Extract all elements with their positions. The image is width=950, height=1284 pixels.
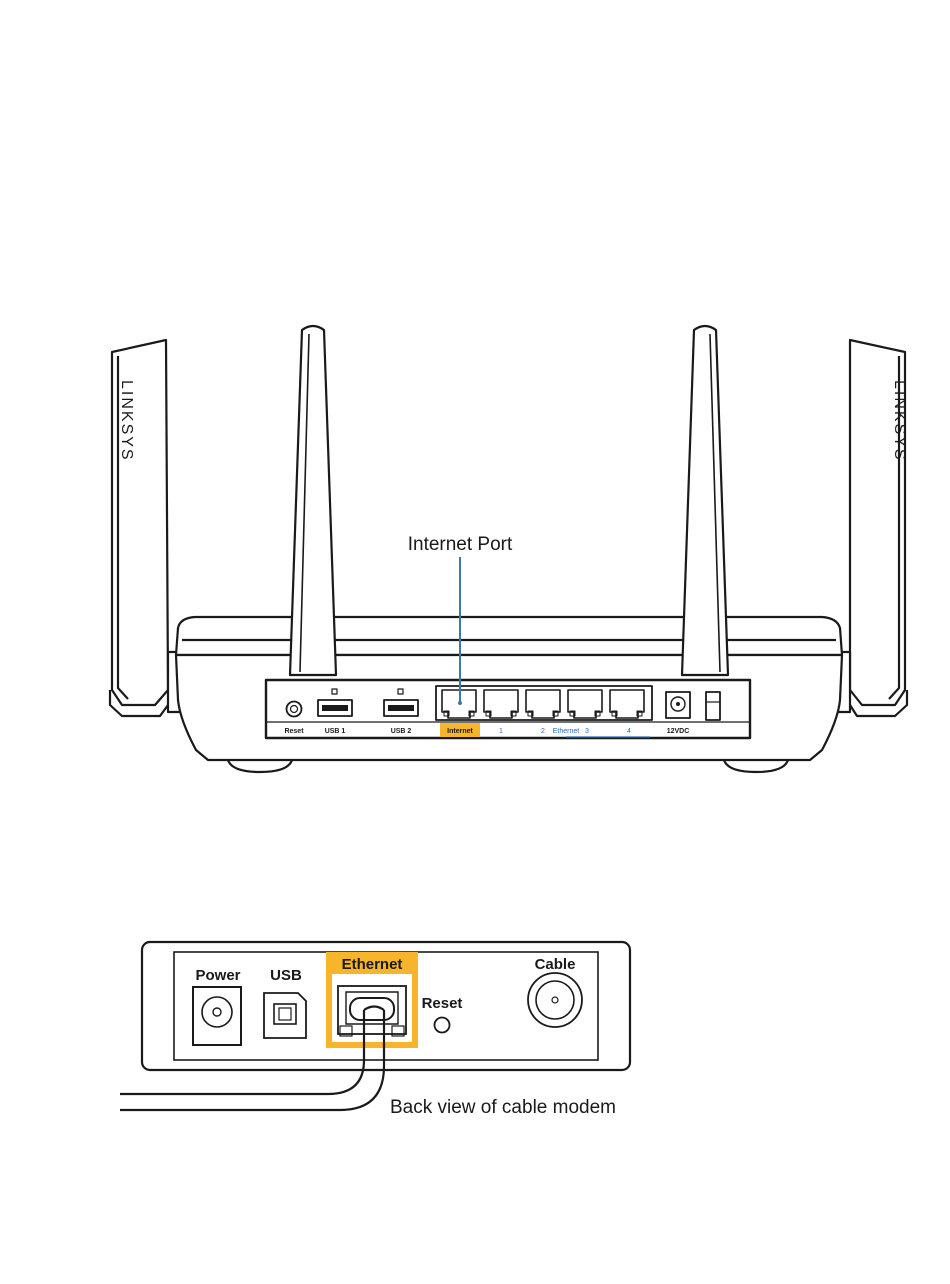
modem-label-power: Power <box>195 967 240 984</box>
brand-logo-right: LINKSYS <box>891 380 908 462</box>
router-label-internet: Internet <box>447 728 473 735</box>
router-label-eth2: 2 <box>541 728 545 735</box>
router-label-eth4: 4 <box>627 728 631 735</box>
router-label-eth1: 1 <box>499 728 503 735</box>
router-label-power: 12VDC <box>667 728 690 735</box>
modem-label-usb: USB <box>270 967 302 984</box>
right-center-antenna <box>682 326 728 675</box>
router-label-reset: Reset <box>284 728 304 735</box>
router-label-usb1: USB 1 <box>325 728 346 735</box>
brand-logo-left: LINKSYS <box>118 380 135 462</box>
left-center-antenna <box>290 326 336 675</box>
modem-label-ethernet: Ethernet <box>342 956 403 973</box>
modem-caption: Back view of cable modem <box>390 1097 616 1118</box>
router-label-usb2: USB 2 <box>391 728 412 735</box>
modem-label-cable: Cable <box>535 956 576 973</box>
router-label-ethernet: Ethernet <box>553 728 580 735</box>
modem-label-reset: Reset <box>422 995 463 1012</box>
internet-port-callout: Internet Port <box>408 534 513 555</box>
router-label-eth3: 3 <box>585 728 589 735</box>
